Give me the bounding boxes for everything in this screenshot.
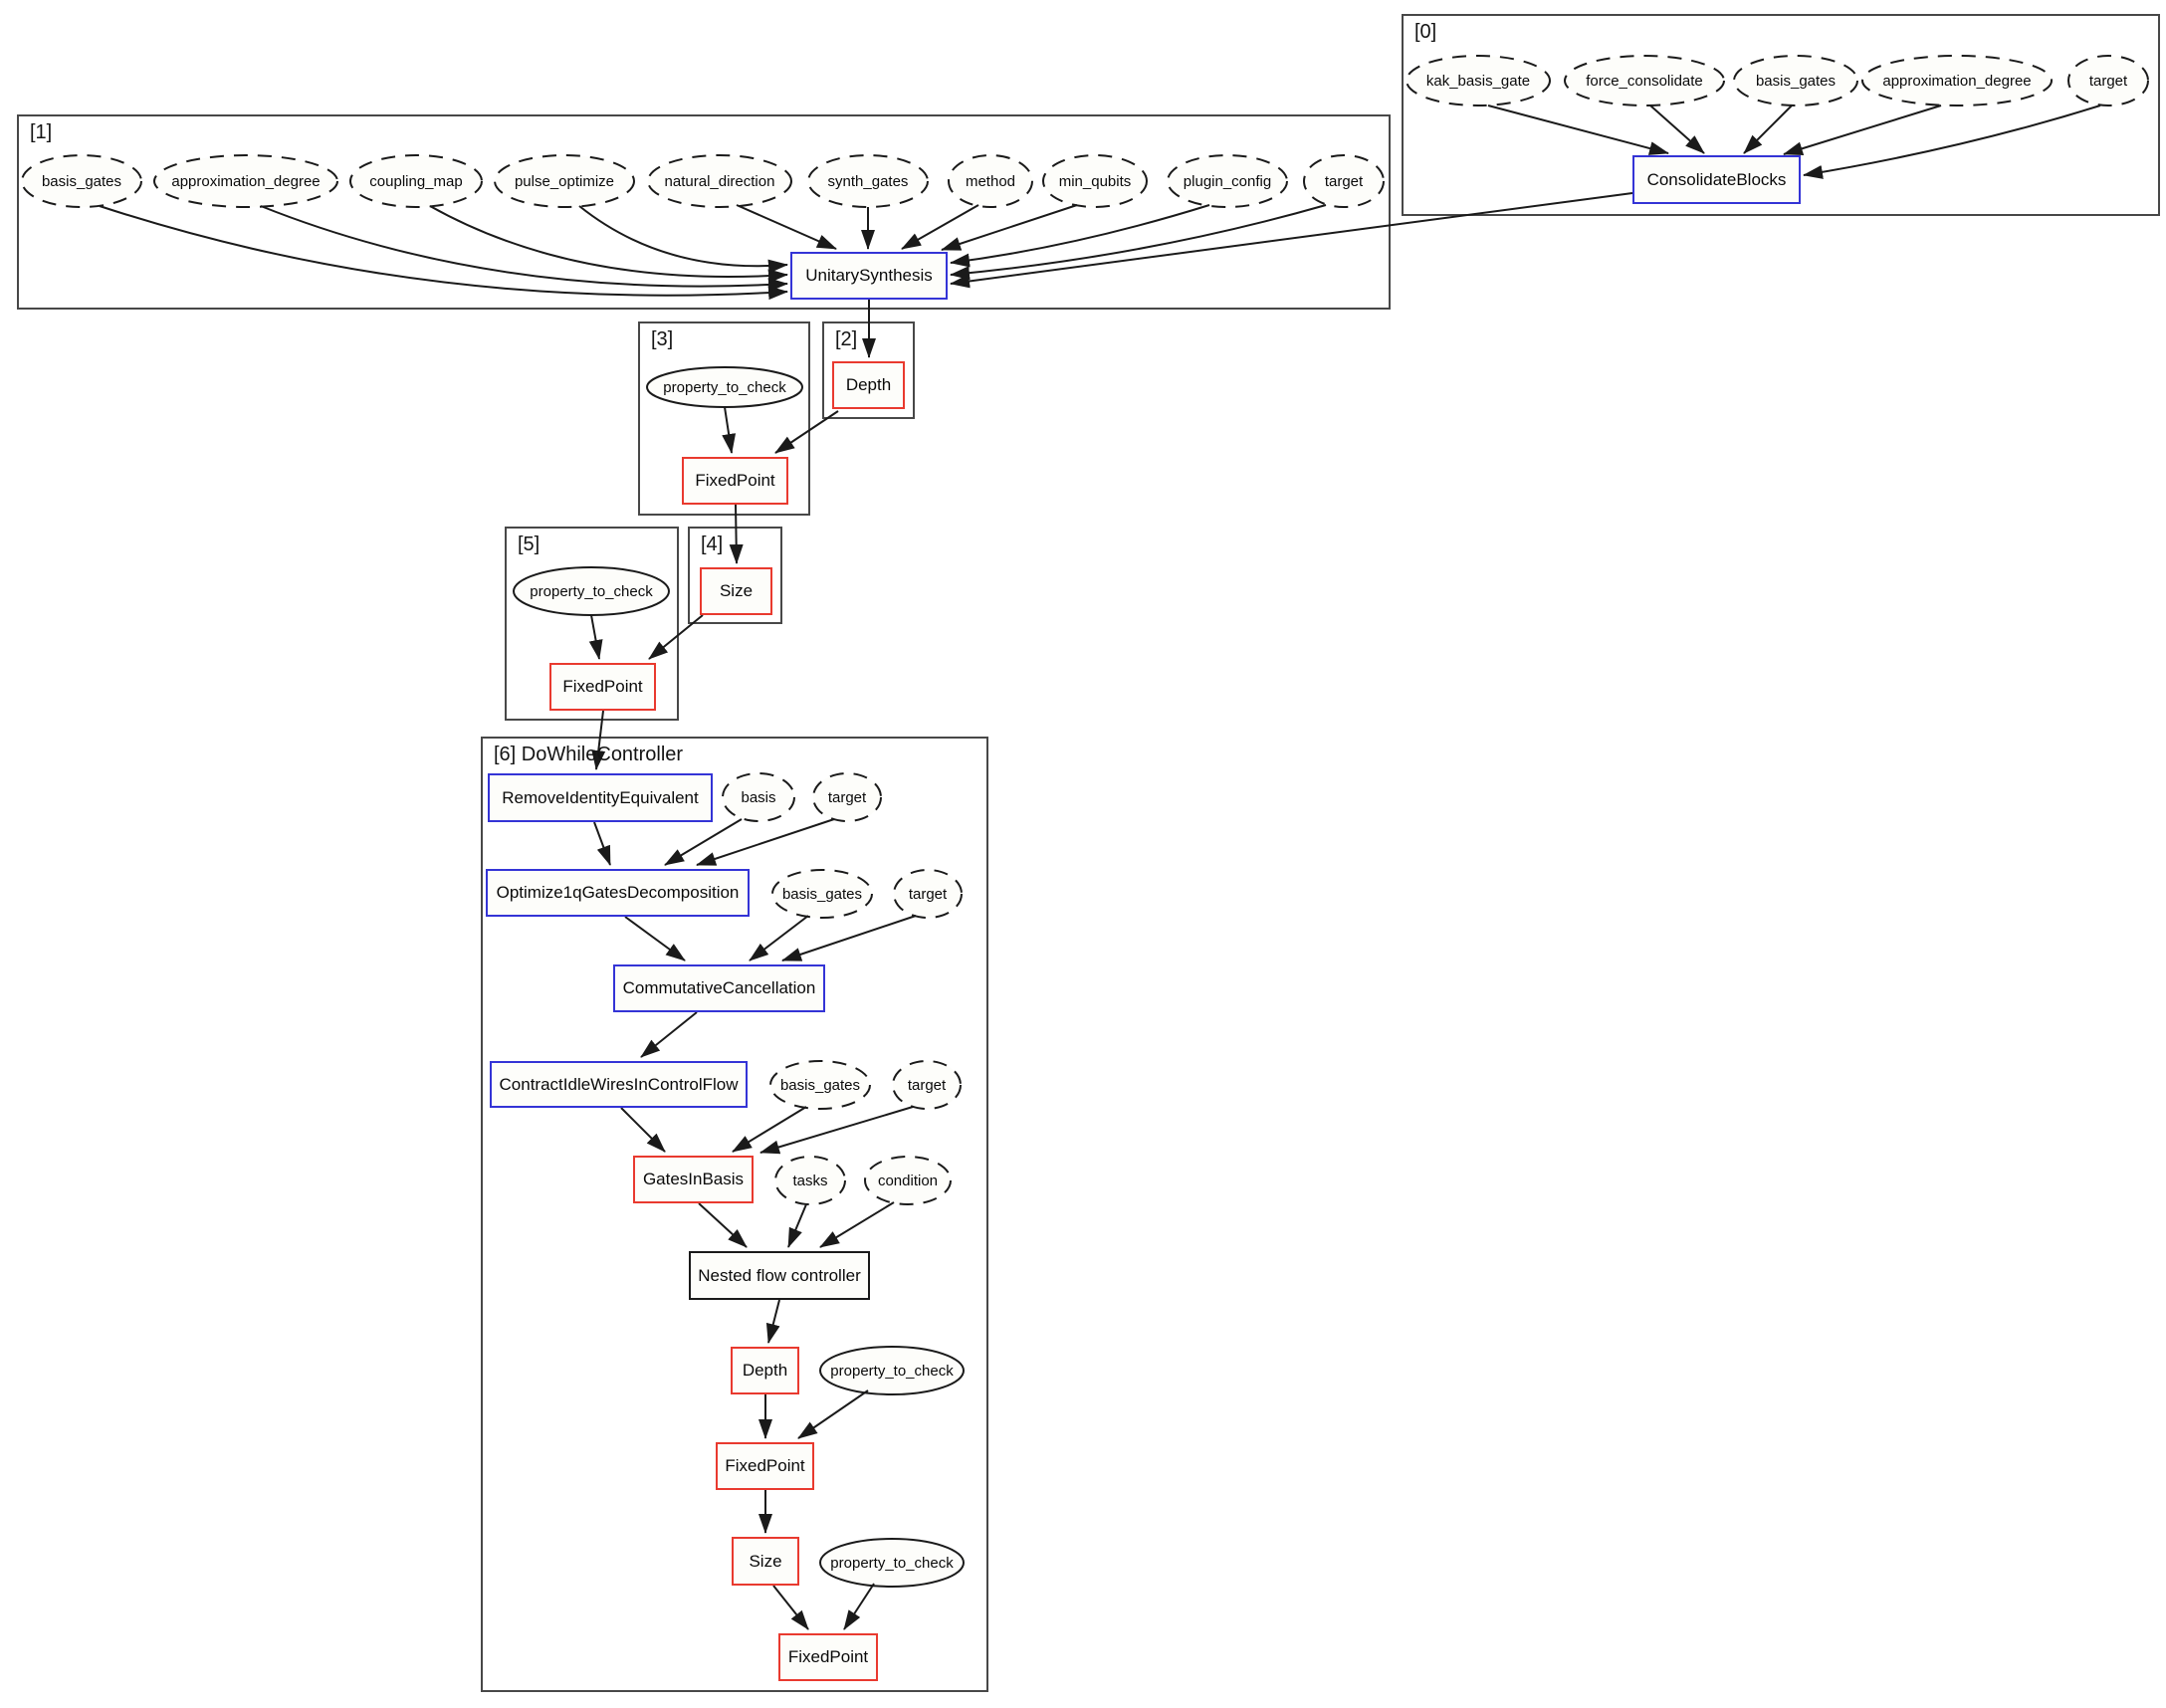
edge-param-force-consolidate-to-consolidate-blocks	[1649, 105, 1705, 154]
cluster-5	[505, 527, 679, 721]
edge-param-method-to-unitary-synthesis	[901, 204, 979, 250]
cluster-0	[1402, 14, 2160, 216]
param-basis-gates-6a-shape	[771, 869, 873, 919]
edge-param-target-1-to-unitary-synthesis	[950, 204, 1327, 281]
edge-nested-flow-controller-to-depth-6	[765, 1299, 780, 1344]
cluster-6-label: [6] DoWhileController	[494, 744, 684, 765]
param-coupling-map-shape	[349, 154, 483, 208]
param-approximation-degree-0-shape	[1861, 55, 2053, 107]
edge-param-property-to-check-3-to-fixed-point-3	[722, 406, 737, 454]
edge-param-natural-direction-to-unitary-synthesis	[736, 204, 837, 250]
cluster-0-label: [0]	[1414, 21, 1437, 43]
param-synth-gates-shape	[807, 154, 929, 208]
edge-size-6-to-fixed-point-6b	[772, 1585, 809, 1630]
edge-param-approximation-degree-1-to-unitary-synthesis	[260, 205, 788, 293]
param-property-to-check-5-shape	[513, 566, 670, 616]
edge-param-target-6b-to-commutative-cancellation	[781, 915, 917, 961]
node-gates-in-basis: GatesInBasis	[633, 1156, 754, 1203]
cluster-1	[17, 114, 1391, 310]
edge-consolidate-blocks-to-unitary-synthesis	[950, 192, 1633, 289]
param-kak-basis-gate-shape	[1406, 55, 1551, 107]
edge-param-tasks-to-nested-flow-controller	[787, 1203, 807, 1248]
param-property-to-check-3-shape	[646, 366, 803, 408]
edge-param-basis-gates-1-to-unitary-synthesis	[99, 205, 788, 301]
node-fixed-point-3: FixedPoint	[682, 457, 788, 505]
cluster-2-label: [2]	[835, 328, 858, 350]
node-unitary-synthesis: UnitarySynthesis	[790, 252, 948, 300]
node-size-4: Size	[700, 567, 772, 615]
node-size-6: Size	[732, 1537, 799, 1586]
edge-contract-idle-wires-to-gates-in-basis	[620, 1107, 666, 1153]
node-optimize-1q-gates-decomposition: Optimize1qGatesDecomposition	[486, 869, 750, 917]
edge-param-property-to-check-6b-to-fixed-point-6b	[843, 1583, 875, 1630]
param-target-1-shape	[1303, 154, 1385, 208]
param-min-qubits-shape	[1042, 154, 1148, 208]
cluster-5-label: [5]	[518, 534, 541, 555]
edge-param-target-0-to-consolidate-blocks	[1803, 105, 2101, 179]
edge-param-pulse-optimize-to-unitary-synthesis	[578, 205, 788, 274]
param-basis-gates-0-shape	[1733, 55, 1858, 107]
param-target-6c-shape	[892, 1060, 962, 1110]
edge-remove-identity-equivalent-to-optimize-1q-gates-decomposition	[593, 821, 611, 866]
edge-param-target-6c-to-gates-in-basis	[759, 1106, 914, 1155]
edge-depth-2-to-fixed-point-3	[774, 410, 839, 454]
node-nested-flow-controller: Nested flow controller	[689, 1251, 870, 1300]
param-basis-gates-6b-shape	[769, 1060, 871, 1110]
param-target-6b-shape	[893, 869, 963, 919]
param-target-6a-shape	[812, 772, 882, 822]
edge-param-basis-gates-0-to-consolidate-blocks	[1743, 105, 1793, 154]
edge-size-4-to-fixed-point-5	[648, 614, 704, 660]
param-basis-shape	[722, 772, 795, 822]
edge-param-property-to-check-6a-to-fixed-point-6a	[797, 1389, 869, 1439]
node-fixed-point-6a: FixedPoint	[716, 1442, 814, 1490]
node-fixed-point-6b: FixedPoint	[778, 1633, 878, 1681]
node-commutative-cancellation: CommutativeCancellation	[613, 964, 825, 1012]
node-depth-6: Depth	[731, 1347, 799, 1394]
edge-param-coupling-map-to-unitary-synthesis	[429, 205, 788, 284]
edge-param-target-6a-to-optimize-1q-gates-decomposition	[696, 818, 835, 866]
edge-param-basis-gates-6a-to-commutative-cancellation	[749, 915, 809, 961]
param-pulse-optimize-shape	[494, 154, 635, 208]
param-natural-direction-shape	[647, 154, 792, 208]
param-approximation-degree-1-shape	[153, 154, 338, 208]
param-plugin-config-shape	[1167, 154, 1288, 208]
edge-param-approximation-degree-0-to-consolidate-blocks	[1783, 105, 1942, 156]
edge-param-basis-gates-6b-to-gates-in-basis	[732, 1106, 807, 1153]
param-property-to-check-6b-shape	[819, 1538, 965, 1588]
cluster-6	[481, 737, 988, 1692]
edge-param-kak-basis-gate-to-consolidate-blocks	[1487, 105, 1669, 155]
edge-param-min-qubits-to-unitary-synthesis	[941, 204, 1078, 251]
cluster-1-label: [1]	[30, 121, 53, 143]
cluster-3	[638, 321, 810, 516]
param-condition-shape	[864, 1156, 952, 1205]
node-fixed-point-5: FixedPoint	[549, 663, 656, 711]
param-property-to-check-6a-shape	[819, 1346, 965, 1395]
node-depth-2: Depth	[832, 361, 905, 409]
edge-fixed-point-5-to-remove-identity-equivalent	[591, 710, 606, 770]
edge-commutative-cancellation-to-contract-idle-wires	[640, 1011, 698, 1058]
param-method-shape	[948, 154, 1033, 208]
edge-param-property-to-check-5-to-fixed-point-5	[588, 614, 603, 660]
edge-param-plugin-config-to-unitary-synthesis	[950, 204, 1210, 268]
edge-fixed-point-3-to-size-4	[729, 504, 744, 564]
cluster-3-label: [3]	[651, 328, 674, 350]
node-contract-idle-wires: ContractIdleWiresInControlFlow	[490, 1061, 748, 1108]
edge-param-basis-to-optimize-1q-gates-decomposition	[664, 818, 743, 866]
param-target-0-shape	[2067, 55, 2149, 107]
node-consolidate-blocks: ConsolidateBlocks	[1632, 155, 1801, 204]
param-tasks-shape	[774, 1156, 846, 1205]
node-remove-identity-equivalent: RemoveIdentityEquivalent	[488, 773, 713, 822]
param-basis-gates-1-shape	[21, 154, 142, 208]
edge-optimize-1q-gates-decomposition-to-commutative-cancellation	[624, 916, 686, 961]
cluster-4-label: [4]	[701, 534, 724, 555]
edge-gates-in-basis-to-nested-flow-controller	[698, 1202, 748, 1248]
edge-param-condition-to-nested-flow-controller	[819, 1201, 895, 1248]
param-force-consolidate-shape	[1564, 55, 1725, 107]
